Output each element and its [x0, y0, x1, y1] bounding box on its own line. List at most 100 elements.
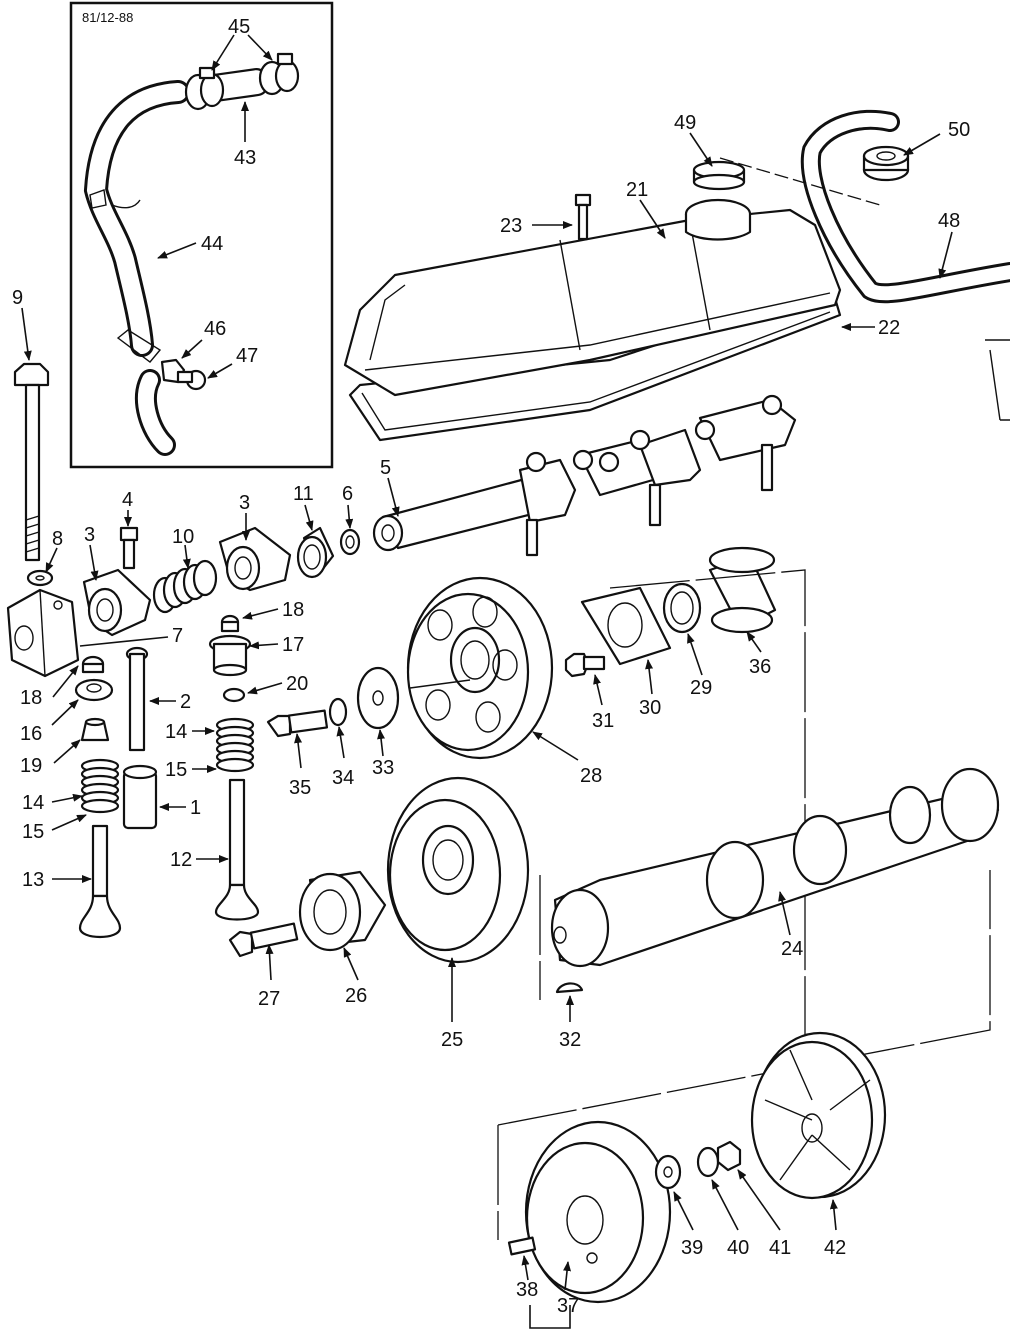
- camshaft-24: [550, 767, 1000, 968]
- callout-35: 35: [289, 777, 311, 799]
- callout-38: 38: [516, 1279, 538, 1301]
- callout-40: 40: [727, 1237, 749, 1259]
- callout-45: 45: [228, 16, 250, 38]
- callout-12: 12: [170, 849, 192, 871]
- callout-43: 43: [234, 147, 256, 169]
- bolt-41: [716, 1140, 742, 1172]
- seal-20: [222, 687, 246, 703]
- crank-gear-37: [524, 1120, 672, 1304]
- rotator-17: [208, 634, 252, 677]
- callout-48: 48: [938, 210, 960, 232]
- callout-19: 19: [20, 755, 42, 777]
- woodruff-key-32: [555, 982, 584, 994]
- callout-46: 46: [204, 318, 226, 340]
- callout-27: 27: [258, 988, 280, 1010]
- thrust-washer-33: [356, 666, 400, 730]
- callout-16: 16: [20, 723, 42, 745]
- callout-50: 50: [948, 119, 970, 141]
- callout-24: 24: [781, 938, 803, 960]
- screw-4: [119, 526, 139, 570]
- pedestal-7: [6, 588, 80, 678]
- washer-34: [328, 697, 348, 727]
- rocker-arm-3-right: [218, 526, 292, 592]
- callout-13: 13: [22, 869, 44, 891]
- callout-1: 1: [190, 797, 201, 819]
- callouts: 49 50 21 23 48 22 5 9 11 6 4 3 3 10 8 7 …: [12, 112, 970, 1317]
- seal-19: [80, 717, 110, 742]
- callout-31: 31: [592, 710, 614, 732]
- spacer-11: [296, 526, 335, 579]
- hub-26: [298, 870, 387, 952]
- callout-29: 29: [690, 677, 712, 699]
- bolt-23: [574, 193, 592, 241]
- breather-hose-44: [83, 80, 190, 456]
- callout-9: 9: [12, 287, 23, 309]
- tappet-1: [122, 764, 158, 830]
- rocker-arm-3-left: [82, 568, 152, 637]
- idler-gear-28: [406, 576, 554, 760]
- drawing-code: 81/12-88: [82, 10, 133, 25]
- washer-40: [696, 1146, 720, 1178]
- callout-4: 4: [122, 489, 133, 511]
- callout-21: 21: [626, 179, 648, 201]
- callout-15-left: 15: [22, 821, 44, 843]
- callout-3-right: 3: [239, 492, 250, 514]
- bolt-31: [564, 652, 606, 678]
- bolt-35: [266, 709, 329, 738]
- callout-8: 8: [52, 528, 63, 550]
- filler-cap-49: [692, 160, 746, 191]
- callout-28: 28: [580, 765, 602, 787]
- callout-25: 25: [441, 1029, 463, 1051]
- spring-14-right: [215, 717, 255, 773]
- callout-7: 7: [172, 625, 183, 647]
- valve-12: [214, 778, 260, 921]
- callout-47: 47: [236, 345, 258, 367]
- bushing-36: [708, 546, 777, 634]
- callout-49: 49: [674, 112, 696, 134]
- bolt-27: [228, 922, 299, 958]
- spring-10: [152, 559, 218, 614]
- callout-5: 5: [380, 457, 391, 479]
- washer-39: [654, 1154, 682, 1190]
- rocker-arm-assembly: [518, 394, 797, 557]
- inset-box: 81/12-88: [69, 1, 334, 469]
- callout-3-left: 3: [84, 524, 95, 546]
- callout-11: 11: [293, 483, 314, 505]
- grommet-50: [862, 145, 910, 182]
- callout-44: 44: [201, 233, 223, 255]
- rocker-cover-21: [343, 198, 842, 397]
- callout-32: 32: [559, 1029, 581, 1051]
- callout-10: 10: [172, 526, 194, 548]
- spring-14-left: [80, 758, 120, 814]
- callout-15-right: 15: [165, 759, 187, 781]
- callout-26: 26: [345, 985, 367, 1007]
- callout-42: 42: [824, 1237, 846, 1259]
- bolt-47: [176, 369, 207, 391]
- seal-29: [662, 582, 702, 634]
- leader-lines: [21, 132, 953, 1291]
- hose-clamps-45: [184, 52, 300, 111]
- callout-2: 2: [180, 691, 191, 713]
- callout-14-right: 14: [165, 721, 187, 743]
- retainer-16: [74, 678, 114, 702]
- push-rod-2: [125, 646, 149, 752]
- callout-34: 34: [332, 767, 354, 789]
- collet-18-left: [81, 655, 105, 674]
- callout-41: 41: [769, 1237, 791, 1259]
- callout-36: 36: [749, 656, 771, 678]
- bolt-9: [13, 362, 50, 562]
- callout-20: 20: [286, 673, 308, 695]
- spring-washer-6: [339, 528, 361, 556]
- callout-23: 23: [500, 215, 522, 237]
- callout-18-right: 18: [282, 599, 304, 621]
- valve-13: [78, 824, 122, 939]
- callout-18-left: 18: [20, 687, 42, 709]
- breather-pipe-48: [800, 109, 1010, 421]
- collet-18-right: [220, 614, 240, 633]
- callout-17: 17: [282, 634, 304, 656]
- plate-30: [580, 586, 672, 666]
- callout-6: 6: [342, 483, 353, 505]
- pulley-42: [750, 1031, 887, 1200]
- callout-30: 30: [639, 697, 661, 719]
